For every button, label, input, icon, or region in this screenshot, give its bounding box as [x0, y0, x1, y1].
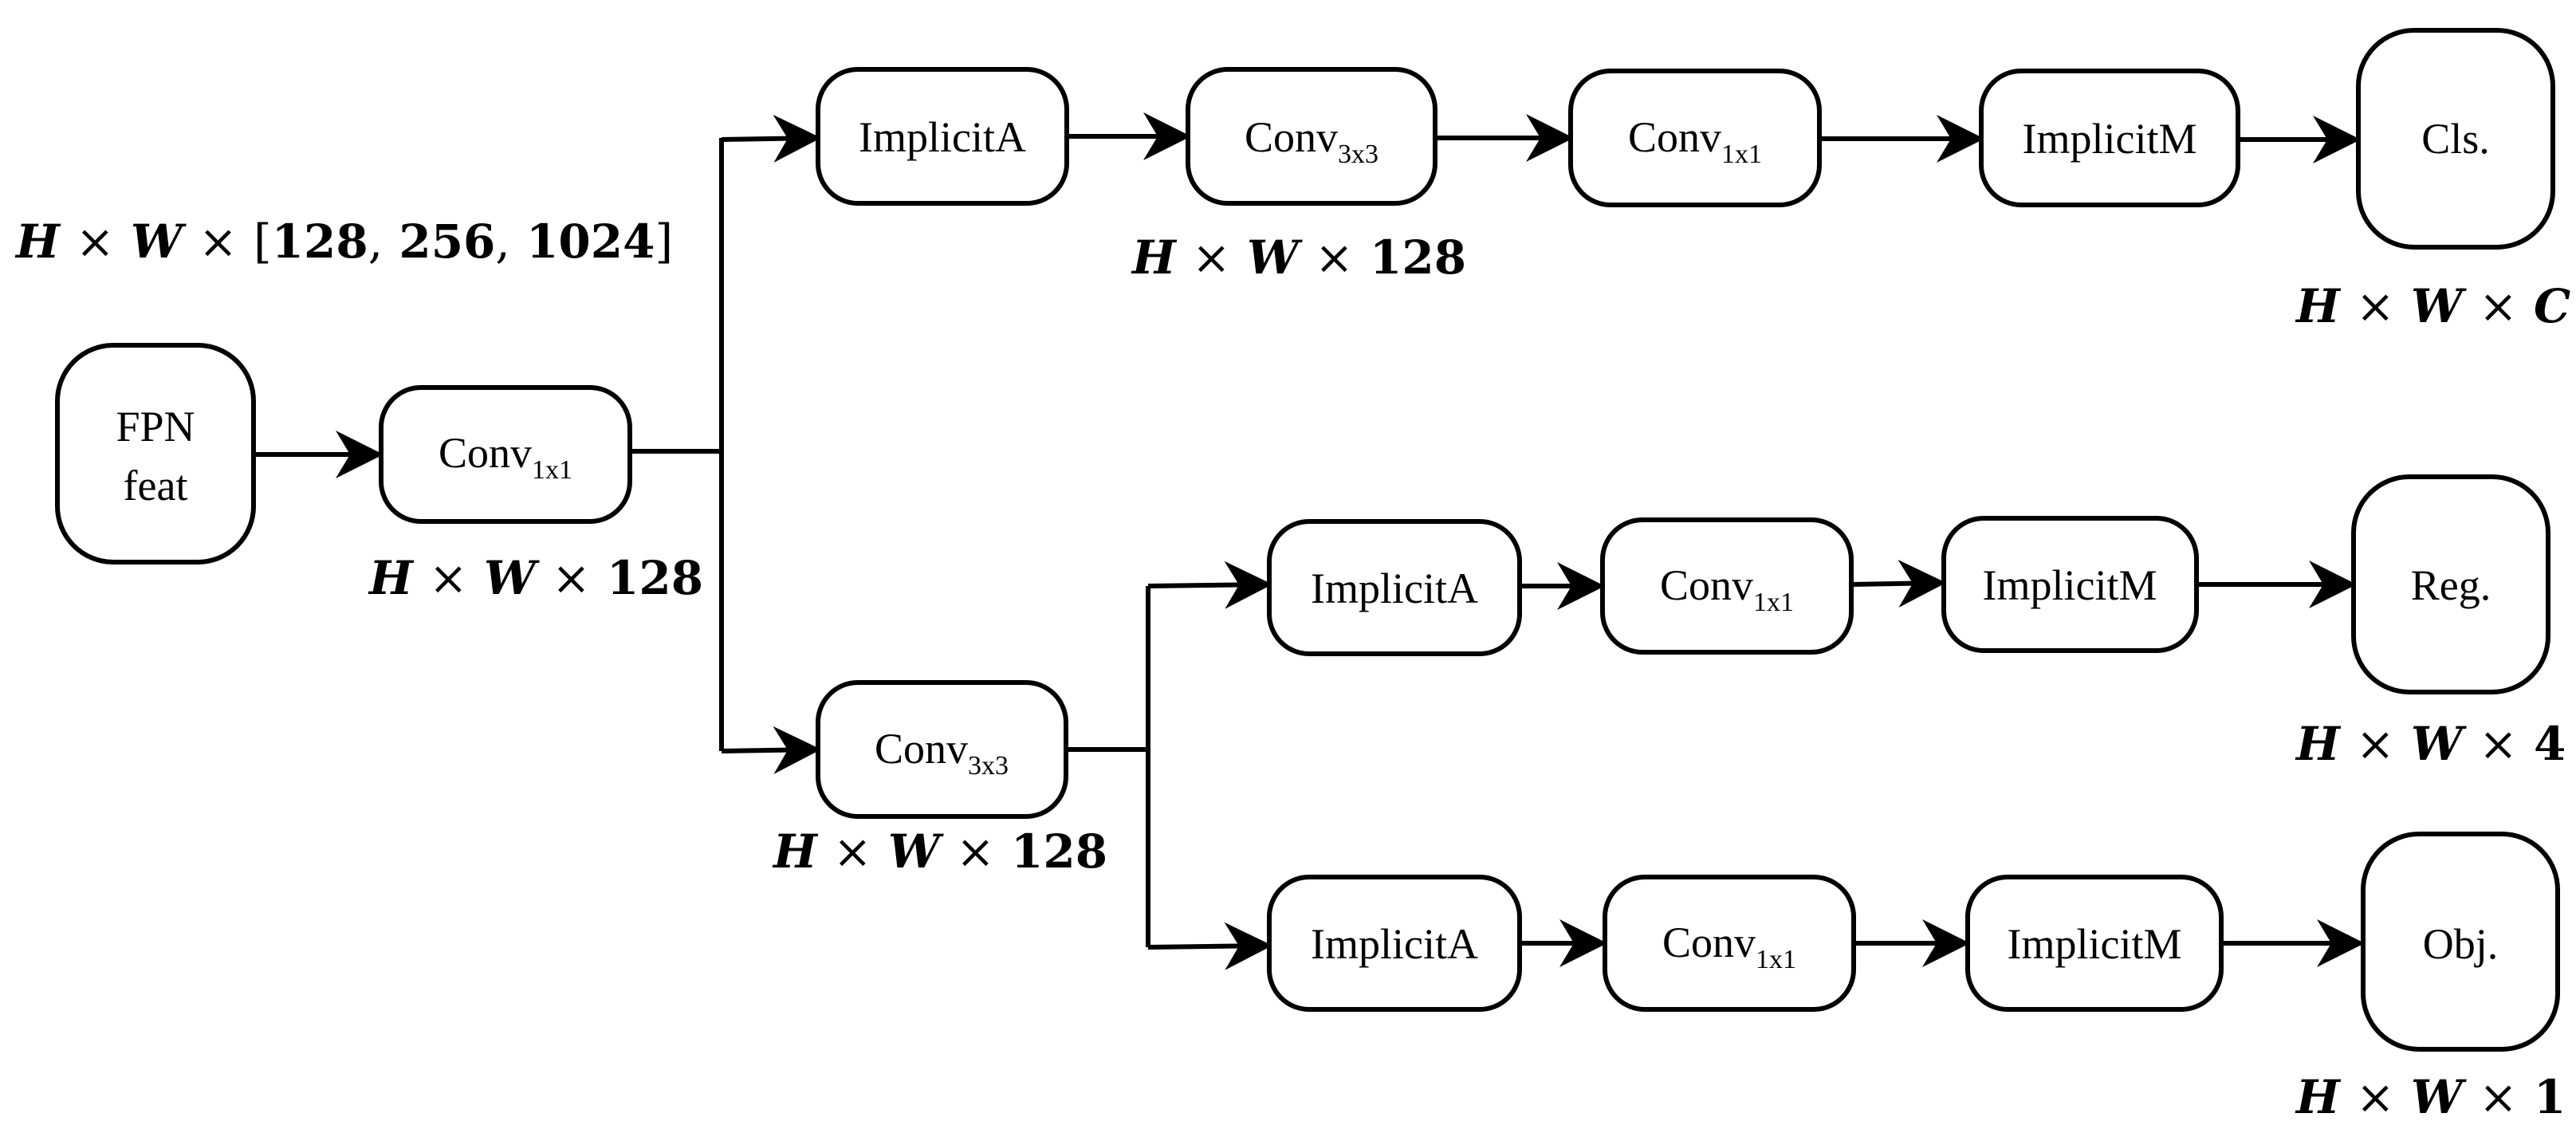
edge-split2-to-impA3 [1147, 922, 1272, 970]
dim-cls-output: H × W × C [2295, 279, 2570, 333]
implicitA-label: ImplicitA [1311, 920, 1478, 968]
dim-conv3x3-cls: H × W × 128 [1131, 230, 1466, 285]
dim-obj-output: H × W × 1 [2295, 1070, 2566, 1124]
node-implicitA-obj: ImplicitA [1267, 875, 1522, 1012]
obj-label: Obj. [2423, 920, 2499, 968]
fpn-label-line2: feat [124, 462, 188, 509]
node-fpn-feat: FPN feat [55, 343, 256, 564]
implicitA-label: ImplicitA [859, 113, 1026, 161]
conv-subscript: 1x1 [1756, 945, 1796, 974]
svg-text:Conv3x3: Conv3x3 [875, 725, 1009, 781]
dim-conv3x3-reg-obj: H × W × 128 [772, 824, 1107, 879]
dimension-labels: H × W × [128, 256, 1024] H × W × 128 H ×… [14, 214, 2570, 1124]
svg-text:Conv1x1: Conv1x1 [1628, 113, 1762, 169]
node-conv1x1-stem: Conv1x1 [379, 385, 632, 524]
conv-subscript: 3x3 [1338, 140, 1378, 169]
conv-main-label: Conv [439, 429, 532, 477]
node-implicitA-reg: ImplicitA [1267, 519, 1522, 656]
node-obj-output: Obj. [2361, 832, 2560, 1052]
edges [254, 112, 2365, 970]
edge-split-to-conv3b [721, 726, 821, 774]
implicitM-label: ImplicitM [2008, 920, 2182, 968]
conv-subscript: 1x1 [532, 455, 572, 485]
conv-subscript: 1x1 [1721, 140, 1762, 169]
nodes: FPN feat Conv1x1 ImplicitA Conv3x3 Conv1… [55, 28, 2560, 1052]
edge-conv1c-to-impM2 [1850, 559, 1946, 608]
dim-conv1x1-stem: H × W × 128 [368, 551, 703, 605]
node-conv1x1-obj: Conv1x1 [1603, 875, 1856, 1012]
dim-input: H × W × [128, 256, 1024] [14, 214, 673, 269]
conv-subscript: 3x3 [968, 751, 1009, 781]
conv-main-label: Conv [875, 725, 968, 773]
edge-split-to-impA1 [721, 114, 821, 163]
svg-text:Conv1x1: Conv1x1 [1662, 919, 1796, 974]
implicitA-label: ImplicitA [1311, 564, 1478, 612]
node-implicitA-cls: ImplicitA [816, 67, 1069, 206]
conv-main-label: Conv [1660, 561, 1753, 609]
cls-label: Cls. [2421, 115, 2490, 163]
node-conv3x3-cls: Conv3x3 [1186, 67, 1437, 206]
conv-subscript: 1x1 [1753, 588, 1794, 617]
node-reg-output: Reg. [2351, 474, 2550, 694]
implicitM-label: ImplicitM [2023, 115, 2197, 163]
svg-text:Conv3x3: Conv3x3 [1245, 113, 1378, 169]
conv-main-label: Conv [1245, 113, 1338, 161]
node-implicitM-reg: ImplicitM [1941, 516, 2199, 653]
node-conv1x1-cls: Conv1x1 [1568, 69, 1822, 207]
node-cls-output: Cls. [2356, 28, 2555, 250]
conv-main-label: Conv [1628, 113, 1721, 161]
reg-label: Reg. [2411, 561, 2491, 609]
edge-split2-to-impA2 [1147, 561, 1272, 609]
node-implicitM-obj: ImplicitM [1965, 875, 2224, 1012]
implicitM-label: ImplicitM [1983, 561, 2157, 609]
dim-reg-output: H × W × 4 [2295, 717, 2566, 771]
svg-text:Conv1x1: Conv1x1 [439, 429, 572, 485]
svg-text:Conv1x1: Conv1x1 [1660, 561, 1794, 617]
node-conv3x3-reg-obj: Conv3x3 [816, 680, 1068, 819]
conv-main-label: Conv [1662, 919, 1756, 966]
fpn-label-line1: FPN [116, 403, 195, 450]
node-conv1x1-reg: Conv1x1 [1600, 517, 1854, 655]
node-implicitM-cls: ImplicitM [1979, 69, 2240, 207]
